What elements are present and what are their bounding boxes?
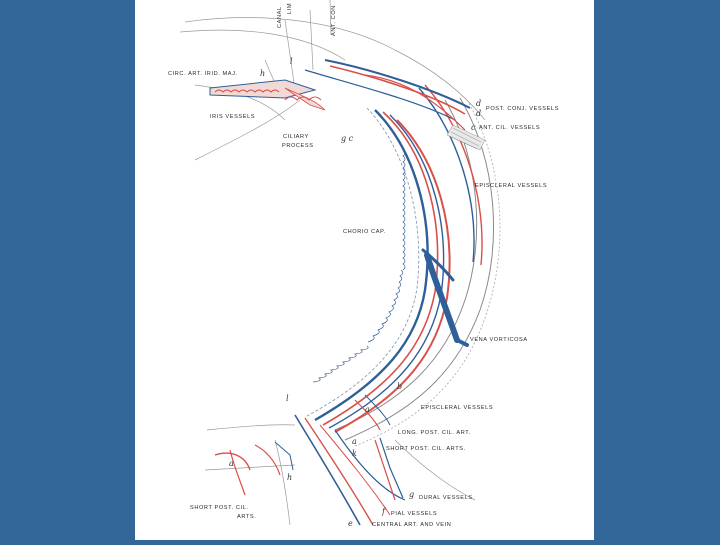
label-process: PROCESS xyxy=(282,144,314,150)
label-pial-vessels: PIAL VESSELS xyxy=(391,512,437,518)
letter-l-bottom: l xyxy=(286,395,289,403)
label-vena-vorticosa: VENA VORTICOSA xyxy=(470,338,528,344)
eye-vasculature-figure: CANAL LIM ANT. CON CIRC. ART. IRID. MAJ.… xyxy=(135,0,594,540)
label-ant-con: ANT. CON xyxy=(332,5,338,36)
label-canal: CANAL xyxy=(278,6,284,28)
letter-k: k xyxy=(352,450,357,458)
label-chorio-cap: CHORIO CAP. xyxy=(343,230,386,236)
label-central-art-and-vein: CENTRAL ART. AND VEIN xyxy=(372,523,451,529)
letter-l-top: l xyxy=(290,58,293,66)
letter-g: g xyxy=(409,491,414,499)
label-dural-vessels: DURAL VESSELS xyxy=(419,496,473,502)
label-episcleral-vessels-bottom: EPISCLERAL VESSELS xyxy=(421,406,493,412)
letter-b: b xyxy=(397,383,402,391)
eye-vessels-drawing xyxy=(135,0,594,540)
letter-h: h xyxy=(260,70,265,78)
chorio-cap-loops xyxy=(313,150,405,382)
letter-d1: d xyxy=(476,100,481,108)
letter-a-mid: a xyxy=(365,406,370,414)
label-ant-cil-vessels: ANT. CIL. VESSELS xyxy=(479,126,540,132)
iris-region xyxy=(210,80,325,110)
label-post-conj-vessels: POST. CONJ. VESSELS xyxy=(486,107,559,113)
letter-a-left: a xyxy=(229,460,234,468)
letter-e: e xyxy=(348,520,353,528)
label-short-post-cil: SHORT POST. CIL. xyxy=(190,506,249,512)
letter-g-c: g c xyxy=(341,135,353,143)
label-episcleral-vessels-top: EPISCLERAL VESSELS xyxy=(475,184,547,190)
letter-d2: d xyxy=(476,110,481,118)
label-arts: ARTS. xyxy=(237,515,256,521)
letter-c: c xyxy=(471,124,475,132)
label-iris-vessels: IRIS VESSELS xyxy=(210,115,255,121)
label-circ-art-irid-maj: CIRC. ART. IRID. MAJ. xyxy=(168,72,238,78)
letter-a-low: a xyxy=(352,438,357,446)
letter-h-low: h xyxy=(287,474,292,482)
label-short-post-cil-arts-right: SHORT POST. CIL. ARTS. xyxy=(386,447,466,453)
label-long-post-cil-art: LONG. POST. CIL. ART. xyxy=(398,431,471,437)
label-lim: LIM xyxy=(288,3,294,14)
choroid-layer xyxy=(307,108,450,432)
slide-panel: CANAL LIM ANT. CON CIRC. ART. IRID. MAJ.… xyxy=(135,0,594,540)
episcleral-vessels xyxy=(305,60,482,265)
letter-f: f xyxy=(382,508,385,516)
label-ciliary: CILIARY xyxy=(283,135,309,141)
